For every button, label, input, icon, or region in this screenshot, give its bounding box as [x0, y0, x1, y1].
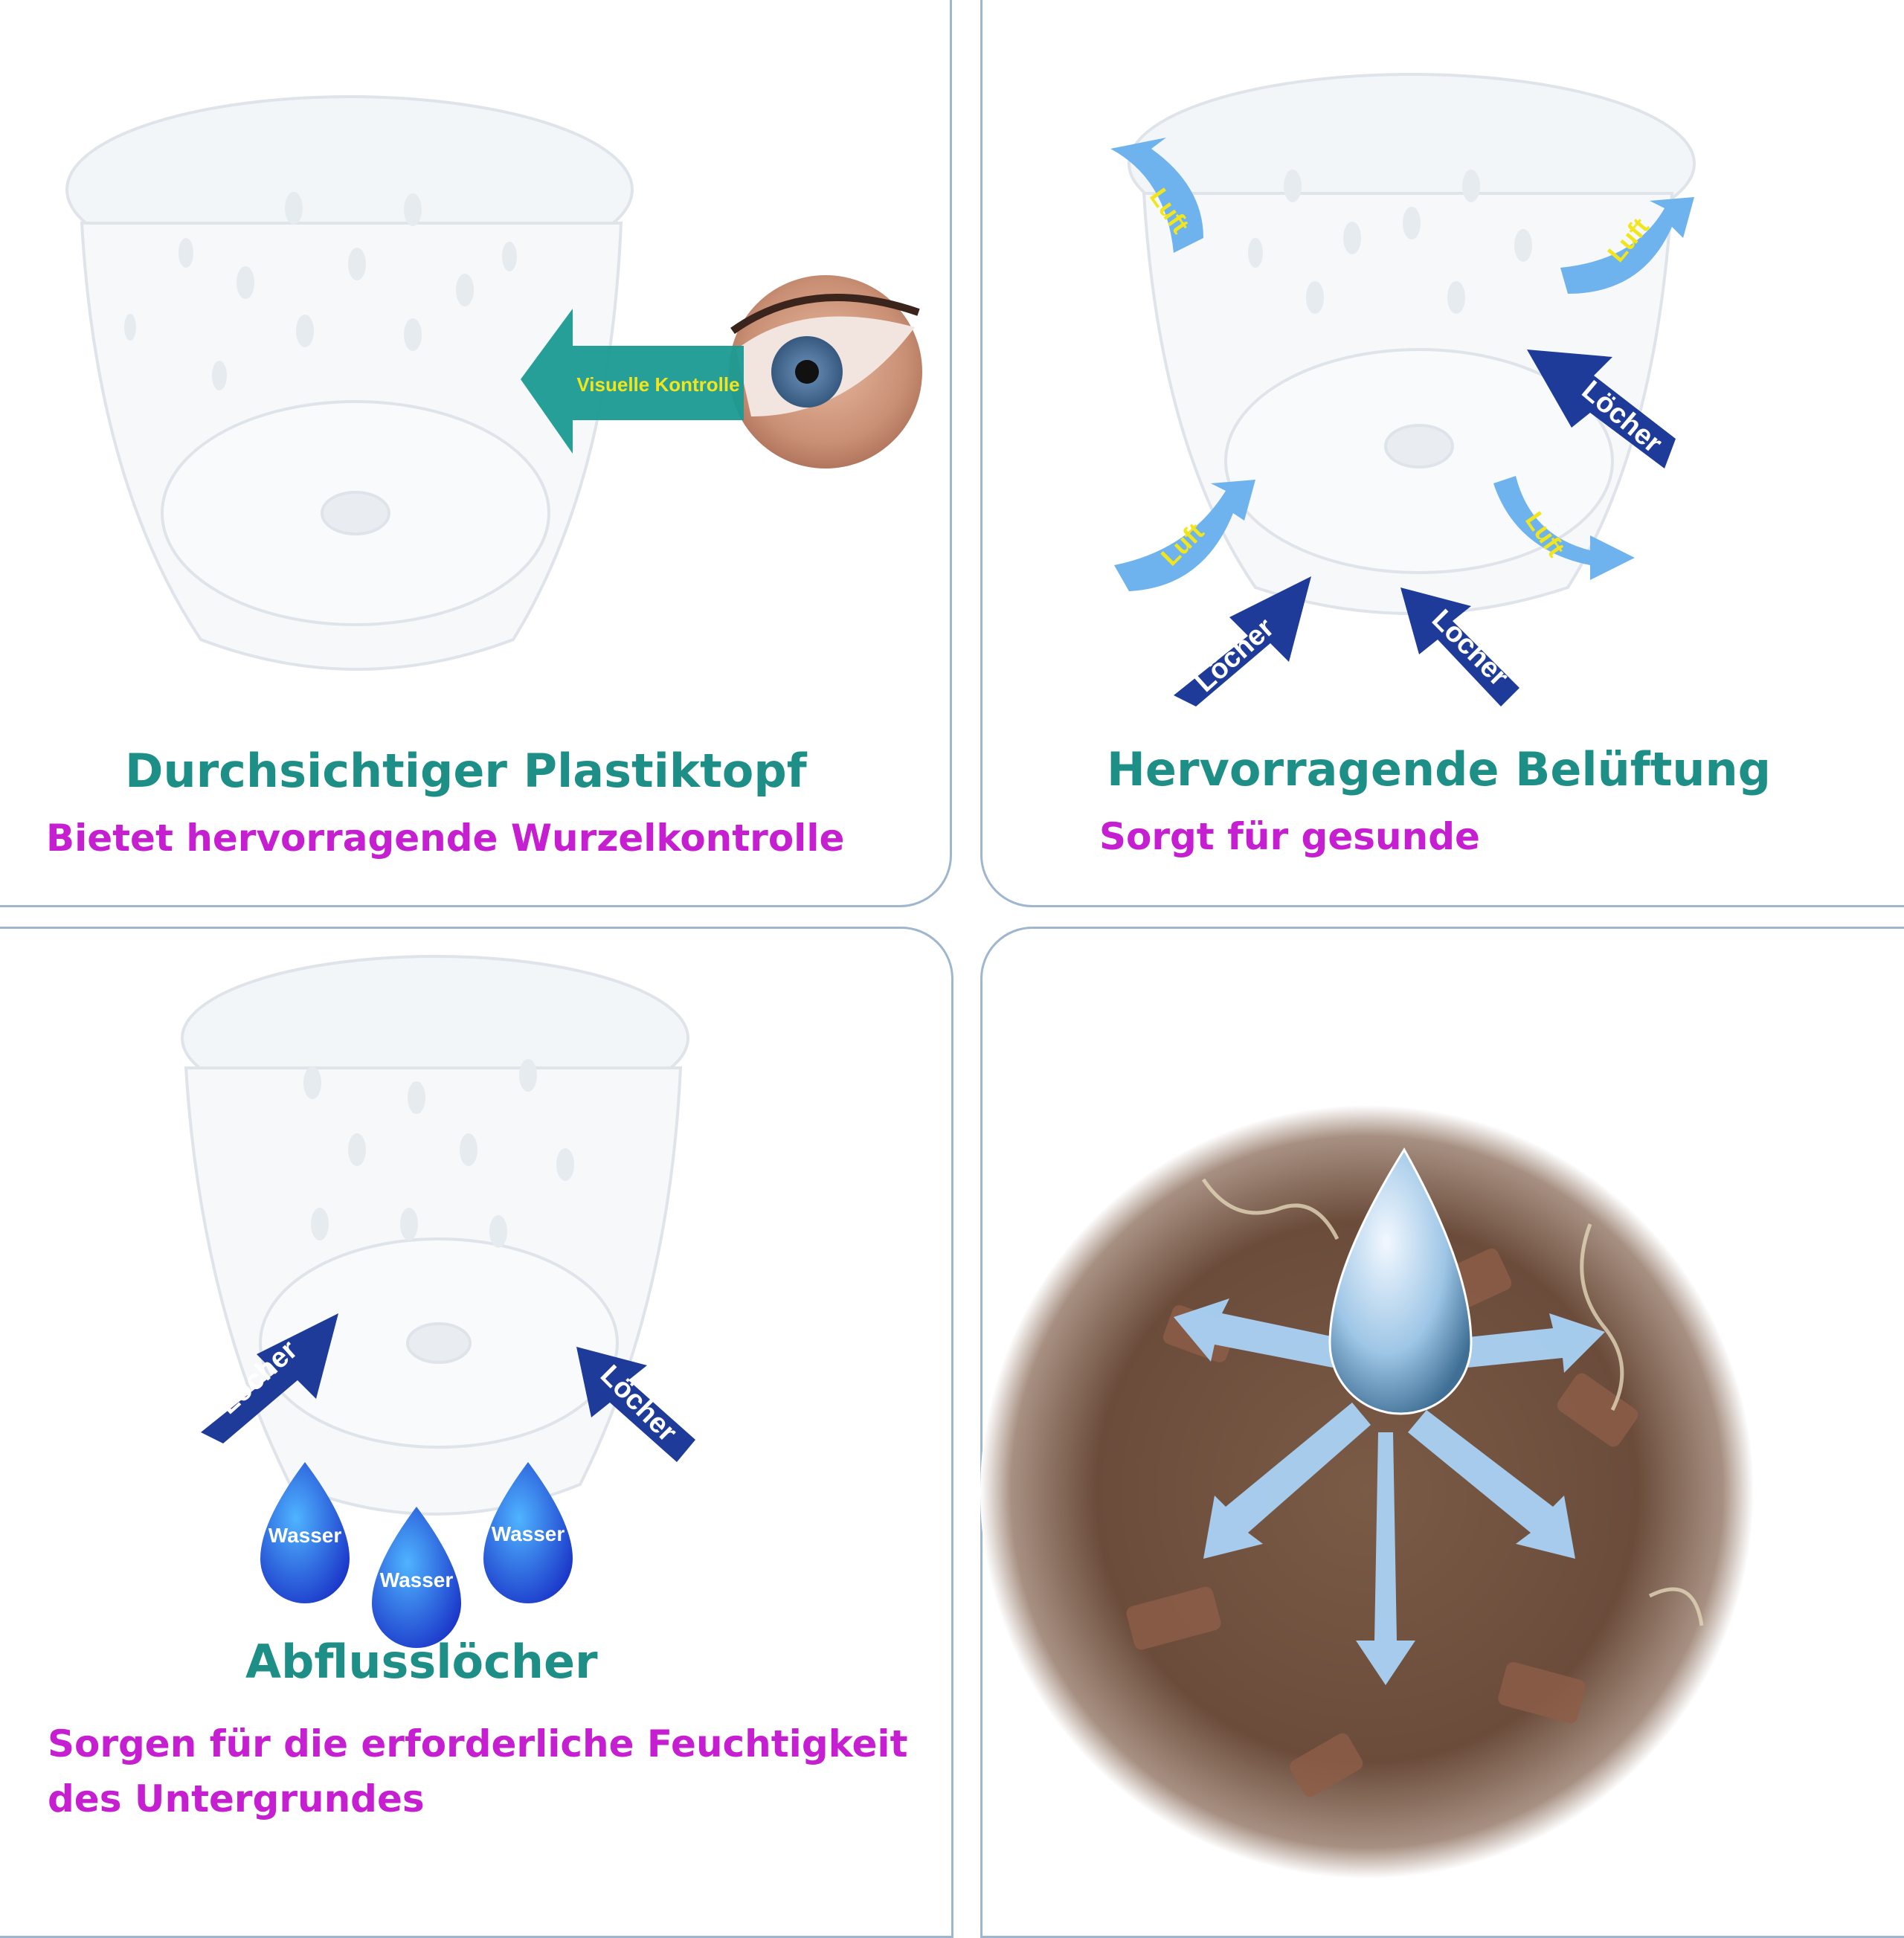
- visual-control-label: Visuelle Kontrolle: [576, 373, 739, 396]
- subtitle-moisture-line2: des Untergrundes: [48, 1777, 425, 1821]
- water-drop-right: [483, 1462, 573, 1603]
- air-arrow-bottom-left: [1114, 480, 1255, 591]
- pot-shape: [181, 955, 689, 1516]
- water-drops: Wasser Wasser Wasser: [260, 1462, 573, 1648]
- visual-control-arrow: Visuelle Kontrolle: [521, 309, 744, 454]
- eye-photo: [729, 275, 922, 469]
- pot-holes: [124, 192, 517, 390]
- water-label: Wasser: [380, 1568, 454, 1591]
- page-title-drain-holes: Abflusslöcher: [245, 1635, 598, 1689]
- holes-arrow-right: [1527, 350, 1676, 469]
- holes-label: Löcher: [1189, 612, 1280, 698]
- drain-holes-illustration: Löcher Löcher Wasser Wasser Wasser: [181, 955, 695, 1648]
- subtitle-healthy-roots: Sorgt für gesunde Wurzeln und: [1099, 815, 1480, 873]
- air-arrow-top-left: [1110, 138, 1203, 253]
- subtitle-moisture-line1: Sorgen für die erforderliche Feuchtigkei…: [48, 1722, 908, 1765]
- air-arrows: Luft Luft Luft Luft: [1110, 138, 1694, 591]
- pot-holes: [303, 1059, 574, 1248]
- holes-arrow-right: [576, 1347, 695, 1462]
- spread-arrows: [1174, 1298, 1605, 1685]
- holes-label: Löcher: [1426, 604, 1514, 692]
- substrate-illustration: [980, 1105, 1754, 1879]
- subtitle-moisture: Sorgen für die erforderliche Feuchtigkei…: [48, 1716, 907, 1826]
- pot-shape: [65, 95, 634, 671]
- air-arrow-bottom-right: [1493, 476, 1635, 580]
- pot-shape: [1128, 73, 1696, 615]
- subtitle-root-control: Bietet hervorragende Wurzelkontrolle: [46, 817, 845, 860]
- water-label: Wasser: [268, 1524, 342, 1547]
- moss: [1201, 1178, 1704, 1626]
- holes-arrow-bottom-right: [1400, 587, 1519, 706]
- water-drop-left: [260, 1462, 350, 1603]
- holes-arrow-left: [201, 1313, 338, 1443]
- pot-holes: [1248, 170, 1532, 314]
- holes-arrow-bottom-left: [1174, 576, 1311, 706]
- transparent-pot-illustration: Visuelle Kontrolle: [65, 95, 922, 671]
- water-drop-icon: [1328, 1147, 1473, 1415]
- ventilation-illustration: Luft Luft Luft Luft Löcher Löcher Löcher: [1110, 73, 1696, 706]
- page-title-pot: Durchsichtiger Plastiktopf: [125, 744, 807, 798]
- water-drop-center: [372, 1507, 461, 1648]
- air-arrow-top-right: [1560, 197, 1694, 294]
- water-label: Wasser: [492, 1522, 565, 1545]
- page-title-ventilation: Hervorragende Belüftung: [1107, 742, 1772, 796]
